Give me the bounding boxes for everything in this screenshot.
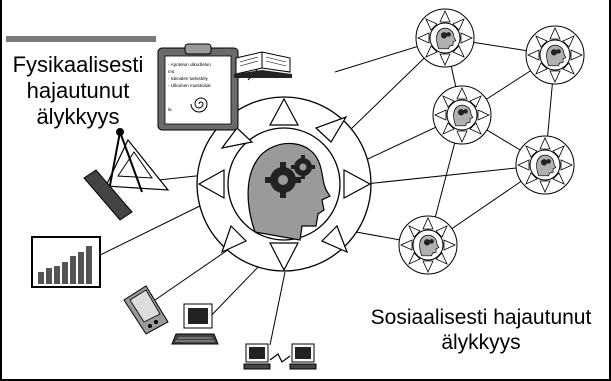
bar-chart-icon bbox=[31, 236, 101, 288]
head-icon bbox=[247, 143, 331, 241]
physical-label-line-3: älykkyys bbox=[36, 103, 120, 129]
social-node bbox=[398, 215, 458, 275]
social-node bbox=[515, 135, 575, 195]
social-intelligence-label: Sosiaalisesti hajautunut älykkyys bbox=[350, 306, 611, 356]
clipboard-icon: - Apotelun ulkodtelun ms. - Ideoiden tar… bbox=[157, 43, 239, 131]
book-icon bbox=[234, 51, 292, 78]
central-mind bbox=[196, 96, 372, 272]
gear-icon bbox=[291, 155, 315, 179]
social-connection-lines bbox=[334, 37, 556, 246]
social-node bbox=[525, 25, 585, 85]
desktop-computer-icon bbox=[171, 303, 219, 345]
physical-label-line-1: Fysikaalisesti bbox=[12, 52, 144, 77]
networked-computers-icon bbox=[243, 343, 317, 370]
social-node bbox=[415, 8, 475, 68]
social-label-line-1: Sosiaalisesti hajautunut bbox=[370, 306, 592, 329]
gear-icon bbox=[265, 162, 301, 198]
social-node bbox=[432, 85, 492, 145]
clipboard-line: - Ulkoinen muistiosat bbox=[168, 83, 211, 88]
social-label-line-2: älykkyys bbox=[441, 330, 521, 354]
physical-label-line-2: hajautunut bbox=[26, 77, 130, 103]
clipboard-line: la bbox=[168, 107, 172, 112]
clipboard-line: - Apotelun ulkodtelun bbox=[168, 62, 211, 67]
pda-icon bbox=[123, 285, 169, 335]
drafting-tools-icon bbox=[83, 128, 170, 221]
clipboard-line: - Ideoiden tarkistely bbox=[168, 76, 209, 81]
title-underline-bar bbox=[6, 36, 156, 42]
clipboard-line: ms. bbox=[168, 69, 175, 74]
physical-intelligence-label: Fysikaalisesti hajautunut älykkyys bbox=[4, 52, 152, 130]
sun-rays bbox=[197, 97, 372, 272]
